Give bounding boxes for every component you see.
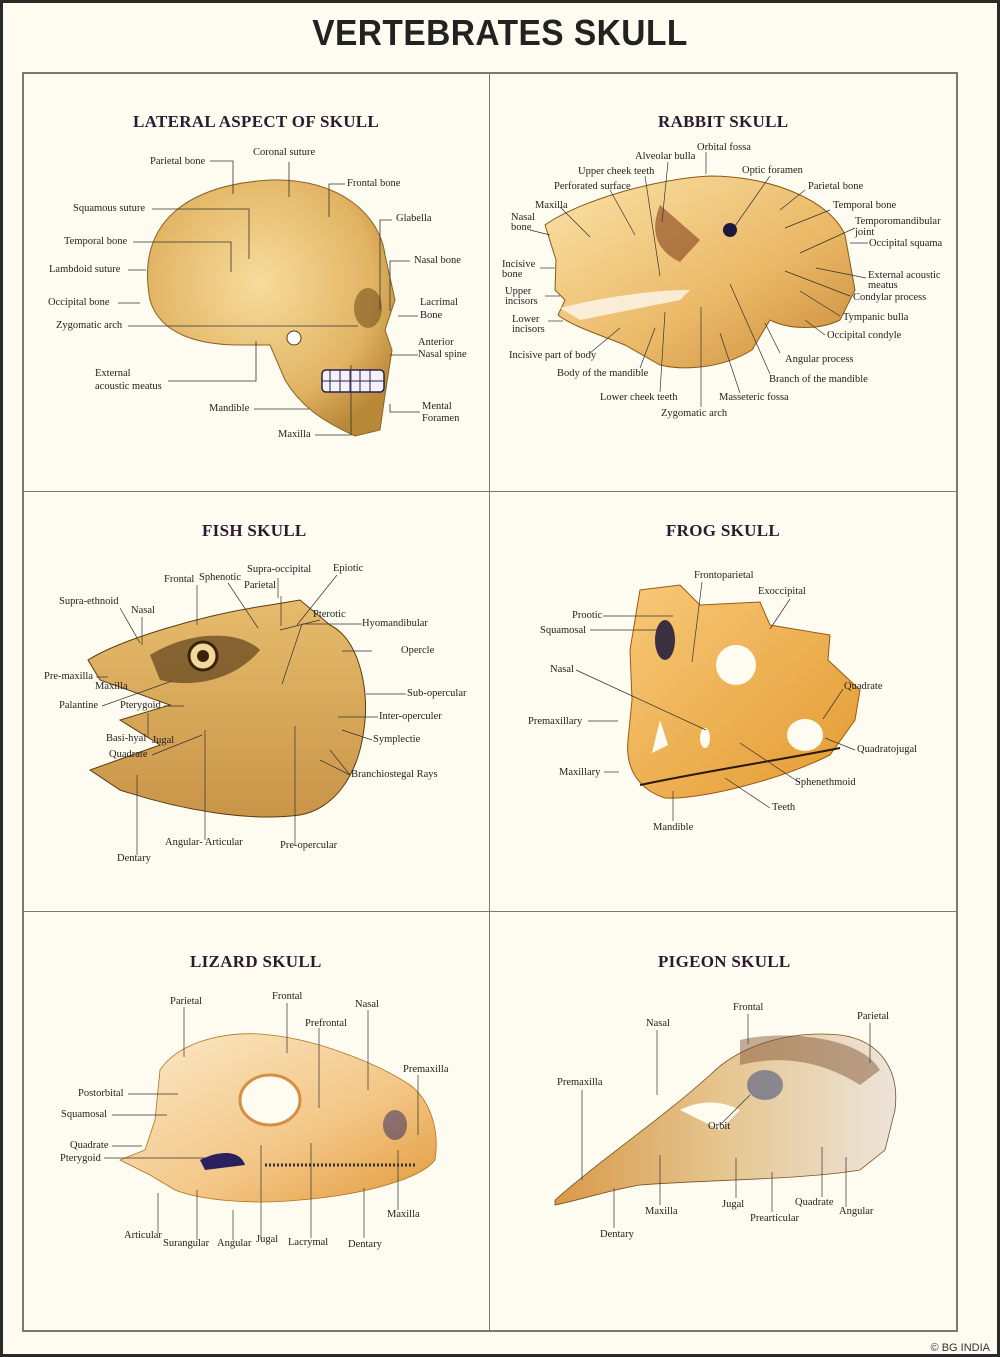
- grid-divider-vertical: [489, 72, 490, 1332]
- grid-divider-row1: [22, 491, 958, 492]
- poster-title: VERTEBRATES SKULL: [312, 12, 688, 53]
- grid-divider-row2: [22, 911, 958, 912]
- panel-grid: [22, 72, 958, 1332]
- copyright-notice: © BG INDIA: [930, 1342, 990, 1354]
